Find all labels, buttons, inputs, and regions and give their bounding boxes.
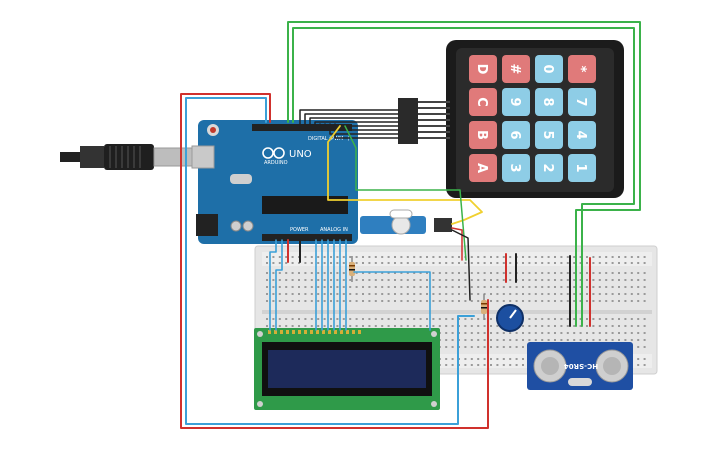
keypad-key-5[interactable]: 5 (535, 121, 563, 149)
keypad-ribbon (418, 101, 450, 139)
keypad-key-label: 4 (573, 130, 588, 139)
keypad-key-label: 1 (573, 163, 588, 172)
wire-green-trig[interactable] (287, 21, 641, 327)
keypad-key-label: 8 (540, 97, 555, 106)
keypad-key-2[interactable]: 2 (535, 154, 563, 182)
keypad-key-label: 7 (573, 97, 588, 106)
servo-motor[interactable] (360, 209, 452, 235)
arduino-uno-board[interactable]: ARDUINO UNO DIGITAL (PWM~) POWER ANALOG … (191, 120, 358, 244)
keypad-wires (299, 109, 399, 139)
keypad-key-label: A (474, 163, 489, 173)
wire-servo-gnd[interactable] (451, 229, 471, 301)
keypad-key-0[interactable]: 0 (535, 55, 563, 83)
power-analog-header (262, 234, 352, 241)
keypad-key-label: 3 (507, 163, 522, 172)
keypad-key-label: 0 (540, 64, 555, 73)
wire-yellow-servo[interactable] (327, 125, 483, 225)
wire-green-echo[interactable] (292, 27, 635, 327)
keypad-key-#[interactable]: # (502, 55, 530, 83)
keypad-key-D[interactable]: D (469, 55, 497, 83)
keypad-key-label: 2 (540, 163, 555, 172)
arduino-logo-icon (262, 147, 285, 159)
lcd-screen (268, 350, 426, 388)
keypad-key-label: 5 (540, 130, 555, 139)
keypad-key-label: * (573, 66, 588, 73)
keypad-key-4[interactable]: 4 (568, 121, 596, 149)
keypad-key-8[interactable]: 8 (535, 88, 563, 116)
keypad-keys: 1 2 3 A 4 5 6 B 7 8 9 C * 0 # D (469, 55, 596, 182)
keypad-key-label: C (474, 97, 489, 107)
digital-header (252, 124, 352, 131)
keypad-key-6[interactable]: 6 (502, 121, 530, 149)
keypad-key-A[interactable]: A (469, 154, 497, 182)
keypad-key-B[interactable]: B (469, 121, 497, 149)
keypad-key-label: # (507, 64, 522, 75)
keypad-key-label: B (474, 130, 489, 140)
wire-green-servo[interactable] (344, 125, 467, 261)
wire-blue-ground[interactable] (185, 97, 475, 425)
keypad-key-7[interactable]: 7 (568, 88, 596, 116)
resistor-2[interactable] (481, 294, 487, 320)
ultrasonic-sensor: HC-SR04 (527, 342, 633, 390)
keypad-key-*[interactable]: * (568, 55, 596, 83)
keypad-key-label: 9 (507, 97, 522, 106)
lcd-16x2 (254, 328, 440, 410)
keypad-key-label: D (474, 64, 489, 75)
analog-label: ANALOG IN (320, 227, 348, 233)
wires (180, 21, 641, 429)
atmega-chip (262, 196, 348, 214)
keypad-key-1[interactable]: 1 (568, 154, 596, 182)
potentiometer[interactable] (496, 304, 524, 332)
keypad-connector (398, 98, 418, 144)
arduino-brand: ARDUINO (264, 160, 288, 166)
keypad-4x4: 1 2 3 A 4 5 6 B 7 8 9 C * 0 # D (398, 40, 624, 198)
power-label: POWER (290, 227, 309, 233)
keypad-key-label: 6 (507, 130, 522, 139)
digital-label: DIGITAL (PWM~) (308, 136, 350, 142)
wire-red-power[interactable] (180, 93, 489, 429)
sensor-label: HC-SR04 (564, 362, 598, 370)
usb-cable[interactable] (60, 144, 199, 170)
keypad-key-C[interactable]: C (469, 88, 497, 116)
wire-servo-vcc[interactable] (451, 227, 463, 261)
keypad-key-9[interactable]: 9 (502, 88, 530, 116)
lcd-data-wires (269, 239, 431, 331)
lcd-pins (268, 330, 361, 334)
keypad-key-3[interactable]: 3 (502, 154, 530, 182)
arduino-model: UNO (289, 149, 312, 160)
